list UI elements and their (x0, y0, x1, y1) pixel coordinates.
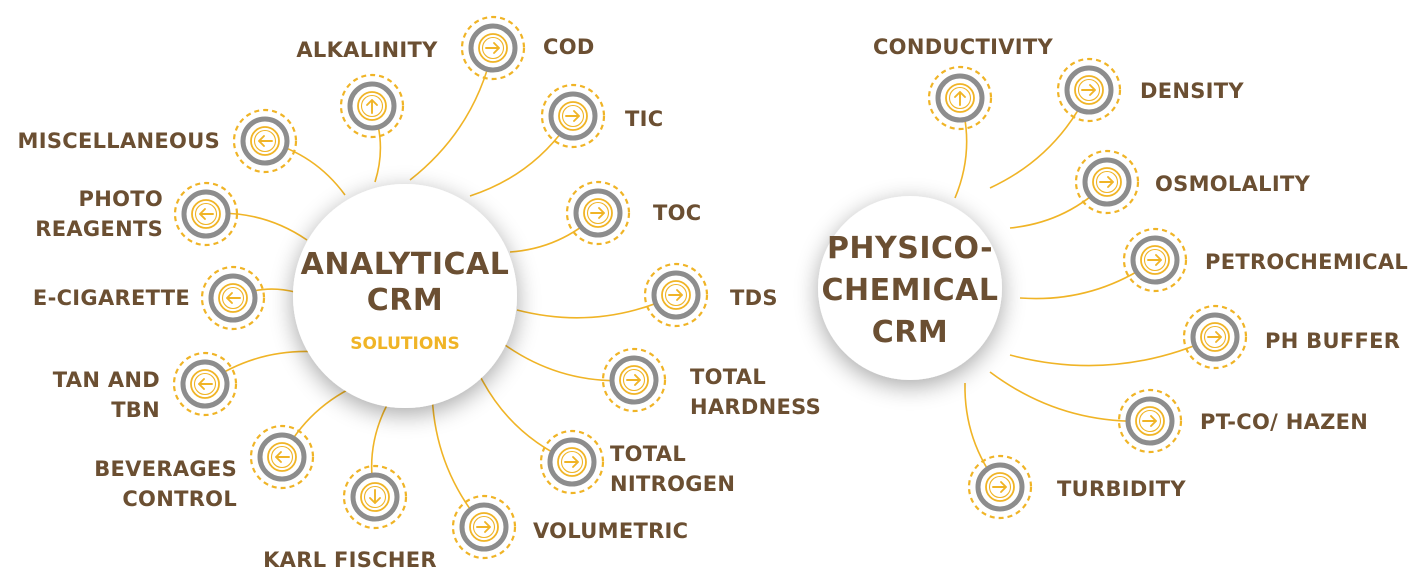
right-arrow-circle-icon[interactable] (601, 347, 667, 413)
node-e-cigarette[interactable]: E-CIGARETTE (33, 265, 266, 331)
right-arrow-circle-icon[interactable] (451, 494, 517, 560)
physico-hub-title-line3: CRM (872, 315, 948, 350)
node-beverages-control[interactable]: BEVERAGES CONTROL (94, 424, 315, 511)
right-arrow-circle-icon[interactable] (1122, 227, 1188, 293)
label-tan-and-tbn-line2: TBN (111, 398, 160, 422)
label-tic: TIC (625, 107, 663, 131)
label-tds: TDS (730, 286, 778, 310)
right-arrow-circle-icon[interactable] (565, 180, 631, 246)
node-cod[interactable]: COD (460, 15, 595, 81)
label-total-hardness-line2: HARDNESS (690, 395, 821, 419)
right-arrow-circle-icon[interactable] (643, 262, 709, 328)
node-volumetric[interactable]: VOLUMETRIC (451, 494, 688, 560)
label-petrochemical: PETROCHEMICAL (1205, 250, 1408, 274)
node-density[interactable]: DENSITY (1056, 57, 1244, 123)
right-arrow-circle-icon[interactable] (1056, 57, 1122, 123)
right-arrow-circle-icon[interactable] (540, 83, 606, 149)
node-toc[interactable]: TOC (565, 180, 702, 246)
label-beverages-control-line2: CONTROL (122, 487, 237, 511)
node-tan-and-tbn[interactable]: TAN AND TBN (53, 351, 238, 422)
analytical-hub-subtitle: SOLUTIONS (350, 334, 460, 354)
up-arrow-circle-icon[interactable] (927, 65, 993, 131)
node-total-hardness[interactable]: TOTAL HARDNESS (601, 347, 821, 419)
node-turbidity[interactable]: TURBIDITY (967, 454, 1186, 520)
label-ph-buffer: PH BUFFER (1265, 329, 1400, 353)
physico-chemical-crm-hub: PHYSICO- CHEMICAL CRM (818, 196, 1002, 380)
label-photo-reagents-line1: PHOTO (79, 187, 164, 211)
up-arrow-circle-icon[interactable] (339, 73, 405, 139)
analytical-hub-title-line1: ANALYTICAL (301, 247, 510, 282)
left-arrow-circle-icon[interactable] (172, 351, 238, 417)
label-beverages-control-line1: BEVERAGES (94, 457, 237, 481)
label-tan-and-tbn-line1: TAN AND (53, 368, 160, 392)
label-alkalinity: ALKALINITY (296, 38, 438, 62)
right-arrow-circle-icon[interactable] (967, 454, 1033, 520)
physico-hub-title-line2: CHEMICAL (822, 273, 999, 308)
right-arrow-circle-icon[interactable] (1074, 149, 1140, 215)
label-total-nitrogen-line1: TOTAL (610, 442, 686, 466)
label-karl-fischer: KARL FISCHER (263, 548, 437, 572)
left-arrow-circle-icon[interactable] (249, 424, 315, 490)
physico-hub-circle (818, 196, 1002, 380)
left-arrow-circle-icon[interactable] (200, 265, 266, 331)
right-arrow-circle-icon[interactable] (539, 429, 605, 495)
right-arrow-circle-icon[interactable] (1117, 388, 1183, 454)
label-density: DENSITY (1140, 79, 1244, 103)
node-total-nitrogen[interactable]: TOTAL NITROGEN (539, 429, 735, 496)
label-conductivity: CONDUCTIVITY (873, 35, 1054, 59)
node-osmolality[interactable]: OSMOLALITY (1074, 149, 1311, 215)
label-turbidity: TURBIDITY (1057, 477, 1186, 501)
label-e-cigarette: E-CIGARETTE (33, 286, 190, 310)
analytical-crm-hub: ANALYTICAL CRM SOLUTIONS (293, 184, 517, 408)
node-miscellaneous[interactable]: MISCELLANEOUS (18, 108, 298, 174)
left-arrow-circle-icon[interactable] (173, 181, 239, 247)
label-miscellaneous: MISCELLANEOUS (18, 129, 220, 153)
node-tds[interactable]: TDS (643, 262, 778, 328)
node-tic[interactable]: TIC (540, 83, 663, 149)
right-arrow-circle-icon[interactable] (460, 15, 526, 81)
label-total-hardness-line1: TOTAL (690, 365, 766, 389)
node-alkalinity[interactable]: ALKALINITY (296, 38, 438, 139)
node-pt-co-hazen[interactable]: PT-CO/ HAZEN (1117, 388, 1368, 454)
node-petrochemical[interactable]: PETROCHEMICAL (1122, 227, 1408, 293)
node-photo-reagents[interactable]: PHOTO REAGENTS (35, 181, 239, 247)
label-toc: TOC (653, 201, 702, 225)
connector-pt-co-hazen (989, 371, 1151, 423)
connector-ph-buffer (1009, 336, 1216, 367)
node-karl-fischer[interactable]: KARL FISCHER (263, 464, 437, 572)
label-photo-reagents-line2: REAGENTS (35, 217, 163, 241)
node-conductivity[interactable]: CONDUCTIVITY (873, 35, 1054, 131)
physico-hub-title-line1: PHYSICO- (827, 231, 993, 266)
label-pt-co-hazen: PT-CO/ HAZEN (1200, 410, 1368, 434)
right-arrow-circle-icon[interactable] (1182, 304, 1248, 370)
label-cod: COD (543, 35, 595, 59)
label-volumetric: VOLUMETRIC (533, 519, 688, 543)
node-ph-buffer[interactable]: PH BUFFER (1182, 304, 1400, 370)
down-arrow-circle-icon[interactable] (342, 464, 408, 530)
left-arrow-circle-icon[interactable] (232, 108, 298, 174)
label-osmolality: OSMOLALITY (1155, 172, 1311, 196)
analytical-hub-circle (293, 184, 517, 408)
analytical-hub-title-line2: CRM (367, 283, 443, 318)
label-total-nitrogen-line2: NITROGEN (610, 472, 735, 496)
